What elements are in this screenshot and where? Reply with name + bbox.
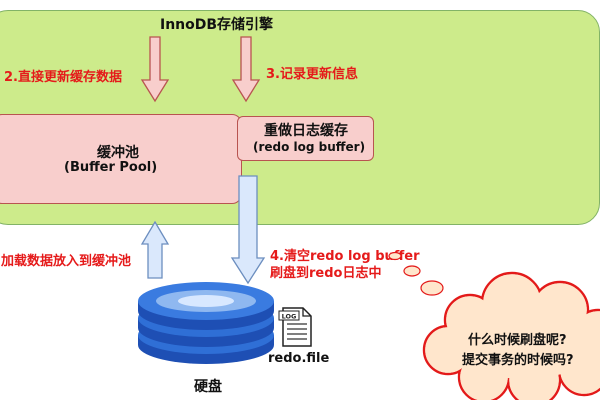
step-2-label: 2.直接更新缓存数据 [4,70,122,85]
step-2-arrow [140,36,170,103]
thought-text-line1: 什么时候刷盘呢? [468,333,567,348]
disk-platter-top [138,282,274,330]
redo-log-buffer-label: 重做日志缓存 [264,123,348,139]
step-4-arrow [230,175,266,285]
thought-text-line2: 提交事务的时候吗? [462,353,574,368]
log-file-icon: LOG [278,307,312,347]
load-data-arrow [140,220,170,279]
thought-bubble-tail [388,251,444,296]
redo-log-buffer-sublabel: (redo log buffer) [253,140,366,154]
step-4-label-line1: 4.清空redo log buffer [270,249,420,264]
disk-label: 硬盘 [194,379,222,395]
thought-bubble [422,271,600,400]
buffer-pool-box [0,114,242,204]
buffer-pool-sublabel: (Buffer Pool) [64,160,158,175]
buffer-pool-label: 缓冲池 [97,145,139,161]
log-file-icon-text: LOG [282,313,297,321]
load-data-label: 加载数据放入到缓冲池 [1,254,132,269]
engine-title: InnoDB存储引擎 [160,17,274,33]
step-3-arrow [231,36,261,103]
step-3-label: 3.记录更新信息 [266,67,358,82]
step-4-label-line2: 刷盘到redo日志中 [270,266,382,281]
disk-icon [138,282,274,364]
redo-file-label: redo.file [268,351,330,366]
redo-log-buffer-box [237,116,374,161]
